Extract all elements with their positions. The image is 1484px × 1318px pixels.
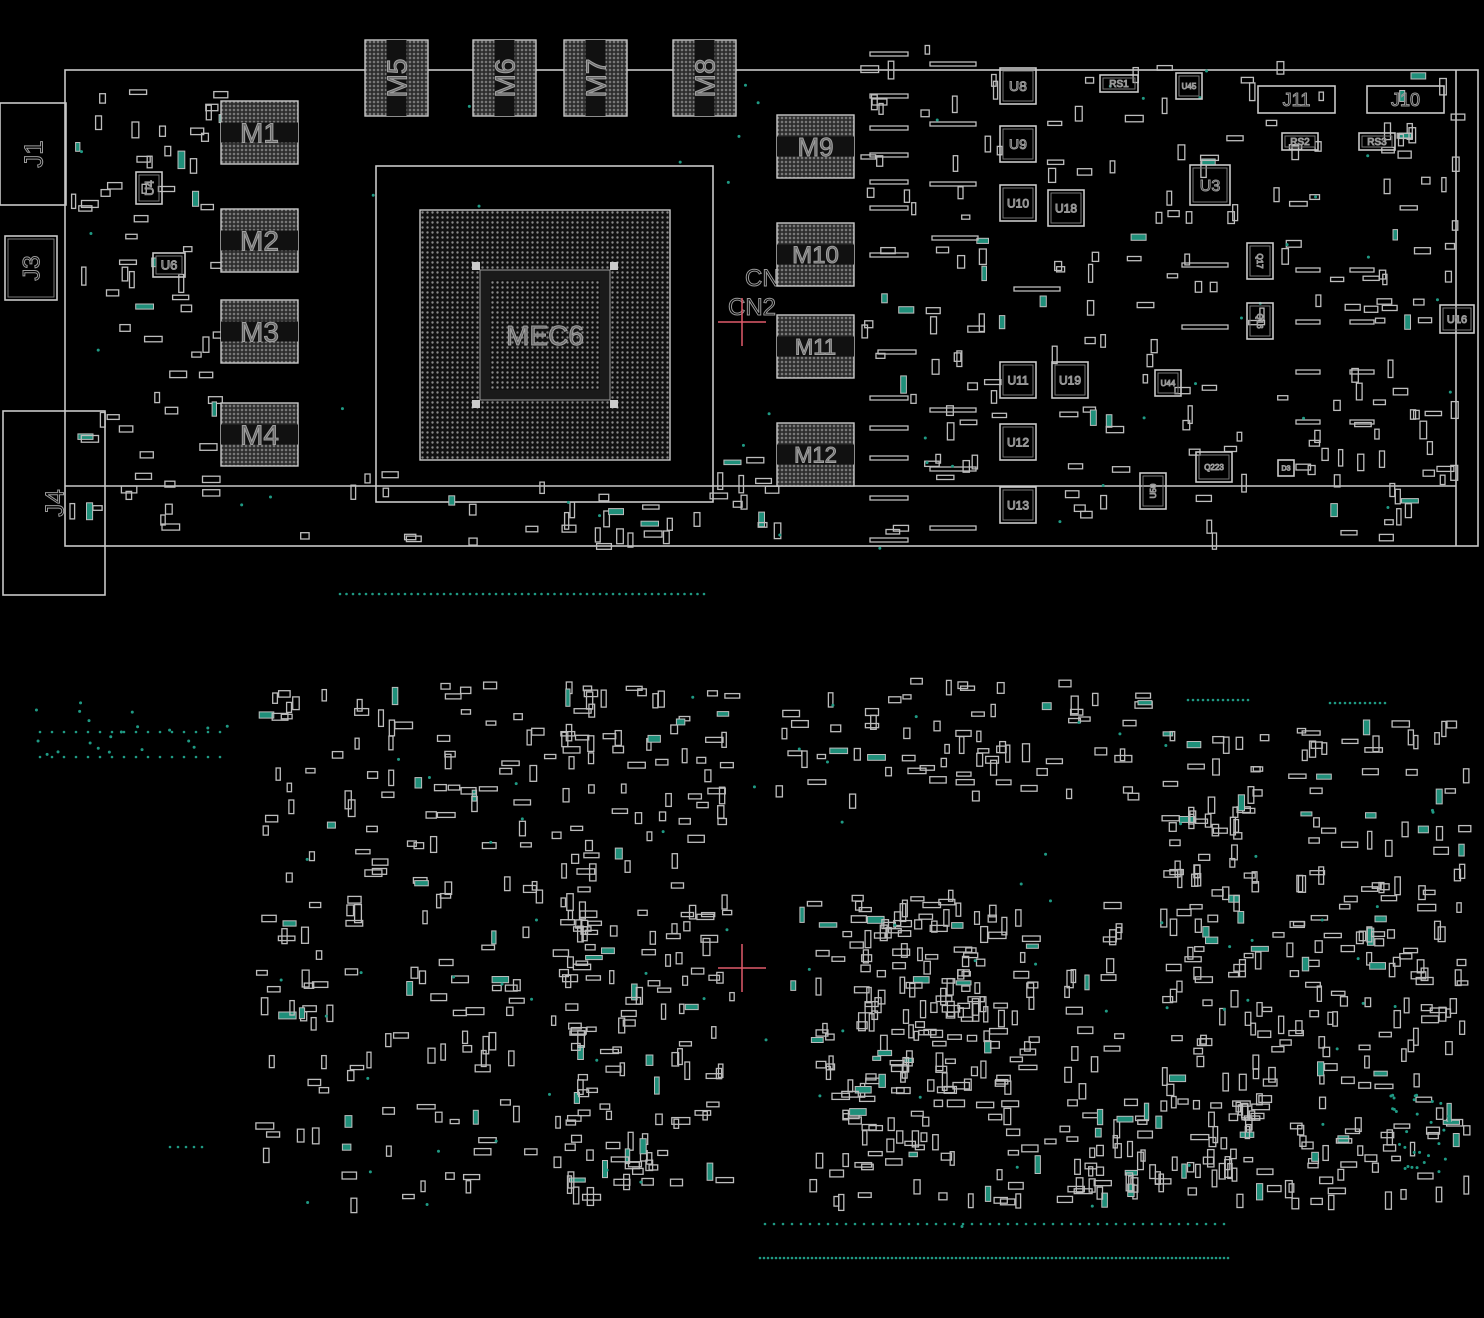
component-u6[interactable]: U6 bbox=[152, 252, 186, 278]
component-rs2[interactable]: RS2 bbox=[1281, 132, 1319, 151]
component-u44[interactable]: U44 bbox=[1154, 369, 1182, 397]
component-label: M10 bbox=[792, 242, 839, 269]
component-u4[interactable]: U4 bbox=[135, 171, 163, 205]
crosshair-bottom bbox=[718, 944, 766, 992]
component-label: MEC6 bbox=[506, 320, 584, 351]
component-m2[interactable]: M2 bbox=[220, 208, 299, 273]
component-label: RS2 bbox=[1290, 137, 1310, 148]
component-u11[interactable]: U11 bbox=[999, 361, 1037, 399]
component-j4[interactable]: J4 bbox=[2, 410, 106, 596]
component-q16[interactable]: Q16 bbox=[1246, 302, 1274, 340]
component-m9[interactable]: M9 bbox=[776, 114, 855, 179]
component-u50[interactable]: U50 bbox=[1139, 472, 1167, 510]
component-label: J11 bbox=[1283, 90, 1311, 110]
component-label: M8 bbox=[690, 59, 721, 98]
component-u18[interactable]: U18 bbox=[1047, 189, 1085, 227]
component-cn2[interactable]: CN2 bbox=[728, 294, 777, 322]
component-label: Q17 bbox=[1255, 253, 1264, 269]
component-label: U12 bbox=[1007, 435, 1029, 449]
component-label: M11 bbox=[795, 334, 836, 359]
component-m12[interactable]: M12 bbox=[776, 422, 855, 487]
component-u10[interactable]: U10 bbox=[999, 184, 1037, 222]
component-label: M1 bbox=[240, 118, 279, 149]
component-label: RS3 bbox=[1367, 137, 1387, 148]
component-label: Q223 bbox=[1204, 463, 1224, 472]
component-label: U44 bbox=[1161, 379, 1176, 388]
component-q17[interactable]: Q17 bbox=[1246, 242, 1274, 280]
component-label: J10 bbox=[1391, 90, 1420, 110]
component-label: U50 bbox=[1149, 483, 1158, 498]
component-q223[interactable]: Q223 bbox=[1195, 451, 1233, 483]
component-j3[interactable]: J3 bbox=[4, 235, 58, 301]
component-m5[interactable]: M5 bbox=[364, 39, 429, 117]
component-label: RS1 bbox=[1109, 79, 1129, 90]
component-rs1[interactable]: RS1 bbox=[1099, 74, 1139, 93]
component-label: M9 bbox=[797, 132, 833, 162]
component-label: M3 bbox=[240, 317, 279, 348]
component-label: M4 bbox=[240, 420, 279, 451]
component-label: U11 bbox=[1007, 373, 1028, 387]
component-m11[interactable]: M11 bbox=[776, 314, 855, 379]
component-u8[interactable]: U8 bbox=[999, 67, 1037, 105]
component-j1[interactable]: J1 bbox=[0, 102, 67, 206]
component-u12[interactable]: U12 bbox=[999, 423, 1037, 461]
component-label: U18 bbox=[1055, 201, 1077, 215]
component-j11[interactable]: J11 bbox=[1257, 85, 1336, 114]
component-label: J1 bbox=[18, 140, 48, 167]
component-label: M12 bbox=[794, 442, 837, 467]
component-label: U10 bbox=[1007, 196, 1029, 210]
component-label: J4 bbox=[39, 489, 69, 516]
component-label: M5 bbox=[382, 59, 413, 98]
component-label: M6 bbox=[490, 59, 521, 98]
component-label: CN2 bbox=[728, 294, 776, 321]
component-m6[interactable]: M6 bbox=[472, 39, 537, 117]
component-label: U3 bbox=[1200, 178, 1221, 195]
component-mec6[interactable]: MEC6 bbox=[419, 209, 671, 461]
component-label: D3 bbox=[1282, 466, 1291, 473]
component-label: U6 bbox=[161, 258, 178, 273]
component-rs3[interactable]: RS3 bbox=[1358, 132, 1396, 151]
component-u3[interactable]: U3 bbox=[1189, 164, 1231, 206]
component-pads bbox=[34, 44, 1472, 1260]
component-label: U4 bbox=[142, 180, 156, 196]
component-label: U45 bbox=[1182, 82, 1197, 91]
component-m8[interactable]: M8 bbox=[672, 39, 737, 117]
component-label: Q16 bbox=[1255, 313, 1264, 329]
component-label: U9 bbox=[1009, 136, 1027, 152]
component-label: U19 bbox=[1059, 373, 1081, 387]
component-label: U8 bbox=[1009, 78, 1027, 94]
component-m10[interactable]: M10 bbox=[776, 222, 855, 287]
component-m1[interactable]: M1 bbox=[220, 100, 299, 165]
component-j10[interactable]: J10 bbox=[1366, 85, 1445, 114]
component-label: M7 bbox=[581, 59, 612, 98]
crosshair-top bbox=[718, 298, 766, 346]
component-m7[interactable]: M7 bbox=[563, 39, 628, 117]
component-u19[interactable]: U19 bbox=[1051, 361, 1089, 399]
component-u45[interactable]: U45 bbox=[1175, 72, 1203, 100]
component-m3[interactable]: M3 bbox=[220, 299, 299, 364]
component-label: J3 bbox=[19, 255, 46, 280]
component-label: M2 bbox=[240, 226, 279, 257]
component-m4[interactable]: M4 bbox=[220, 402, 299, 467]
heatsink-outline bbox=[375, 165, 714, 503]
component-u16[interactable]: U16 bbox=[1439, 304, 1475, 334]
component-u13[interactable]: U13 bbox=[999, 486, 1037, 524]
board-outline bbox=[64, 69, 1479, 547]
component-u9[interactable]: U9 bbox=[999, 125, 1037, 163]
component-label: U13 bbox=[1007, 498, 1029, 512]
component-d3[interactable]: D3 bbox=[1277, 459, 1295, 477]
component-label: U16 bbox=[1447, 314, 1467, 326]
